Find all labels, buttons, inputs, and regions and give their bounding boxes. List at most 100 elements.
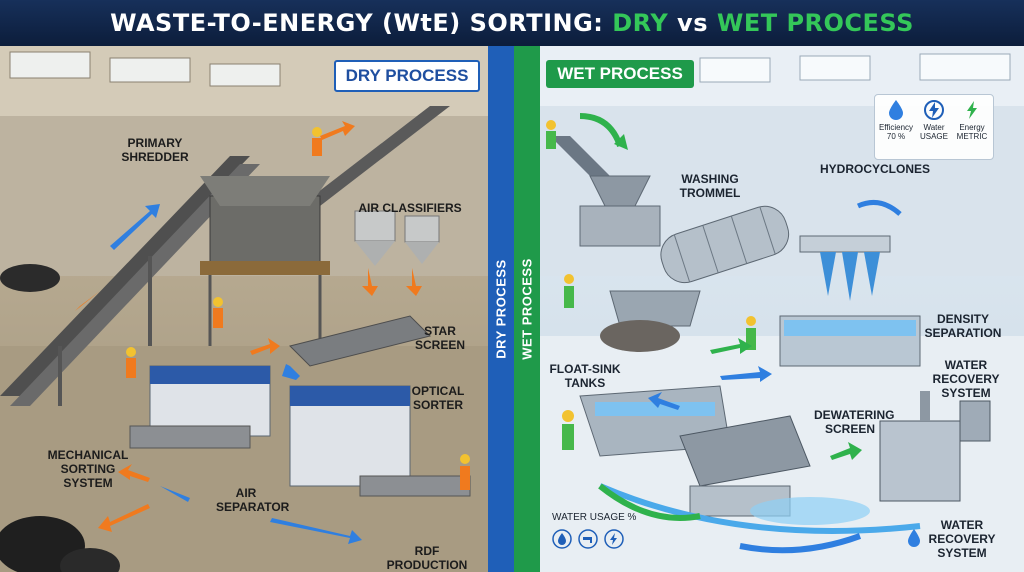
title-prefix: WASTE-TO-ENERGY (WtE) SORTING:: [110, 9, 613, 37]
wet-waste-pile: [600, 320, 680, 352]
wet-density-water: [784, 320, 916, 336]
label-hydrocyclones: HYDROCYCLONES: [820, 162, 931, 176]
dry-band-label: DRY PROCESS: [493, 259, 509, 359]
label-density-separation: DENSITY SEPARATION: [924, 312, 1002, 340]
dry-conveyor-belt: [10, 164, 260, 406]
metrics-card: Efficiency 70 % Water USAGE Energy METRI…: [874, 94, 994, 160]
dry-worker-2: [126, 347, 136, 378]
wet-arrow-blue-1: [720, 366, 772, 382]
lightning-circle-icon: [924, 100, 944, 120]
metric-efficiency-label: Efficiency 70 %: [878, 123, 914, 141]
wet-dewatering-screen: [679, 415, 811, 487]
label-air-separator: AIR SEPARATOR: [216, 486, 290, 514]
dry-window-3: [209, 63, 281, 87]
metric-efficiency: Efficiency 70 %: [877, 99, 915, 141]
label-rdf-production: RDF PRODUCTION: [386, 544, 468, 572]
dry-arrow-classifier-1: [362, 268, 378, 296]
title-wet: WET PROCESS: [716, 9, 914, 37]
wet-window-1: [699, 57, 771, 83]
dry-shredder-platform: [200, 261, 330, 275]
label-water-recovery-system-upper: WATER RECOVERY SYSTEM: [932, 358, 1000, 400]
dry-arrow-orange-left: [75, 291, 100, 311]
label-float-sink-tanks: FLOAT-SINK TANKS: [549, 362, 621, 390]
label-air-classifiers: AIR CLASSIFIERS: [358, 201, 462, 215]
wet-float-sink-water: [595, 402, 715, 416]
dry-waste-bags-back: [0, 264, 60, 292]
dry-arrow-star-down: [282, 364, 300, 380]
label-star-screen: STAR SCREEN: [414, 324, 465, 352]
label-mechanical-sorting-system: MECHANICAL SORTING SYSTEM: [47, 448, 129, 490]
dry-worker-1: [213, 297, 223, 328]
dry-shredder-body: [209, 195, 321, 267]
wet-window-2: [799, 55, 871, 81]
dry-arrow-star-screen: [250, 338, 280, 355]
water-usage-label: WATER USAGE %: [552, 512, 637, 523]
wet-hopper-frame: [579, 205, 661, 247]
wet-water-flow: [598, 483, 921, 534]
label-optical-sorter: OPTICAL SORTER: [411, 384, 465, 412]
wet-cyclone-2: [842, 252, 858, 301]
dry-waste-bags-front-2: [60, 548, 120, 572]
title-vs: vs: [668, 9, 717, 37]
dry-arrow-classifier-2: [406, 268, 422, 296]
wet-recovery-pipe: [920, 391, 930, 421]
wet-recovery-tank: [959, 400, 991, 442]
metric-energy: Energy METRIC: [953, 99, 991, 141]
wet-arrow-to-recovery: [830, 442, 862, 460]
dry-conveyor-upper: [300, 106, 450, 206]
dry-classifier-2: [404, 215, 440, 243]
dry-worker-3: [460, 454, 470, 490]
dry-window-2: [109, 57, 191, 83]
dry-worker-4: [312, 127, 322, 156]
energy-bolt-icon: [967, 101, 977, 119]
wet-arrow-feed-head: [614, 134, 628, 150]
label-water-recovery-system-lower: WATER RECOVERY SYSTEM: [928, 518, 996, 560]
dry-arrow-upper: [320, 121, 355, 140]
title-dry: DRY: [612, 9, 669, 37]
faucet-icon: [578, 529, 598, 549]
label-dewatering-screen: DEWATERING SCREEN: [814, 408, 895, 436]
dry-vertical-band: DRY PROCESS: [488, 46, 514, 572]
metric-water-usage-label: Water USAGE: [919, 123, 948, 141]
dry-classifier-1-cone: [355, 241, 395, 266]
dry-arrow-mechanical: [118, 464, 150, 482]
label-primary-shredder: PRIMARY SHREDDER: [121, 136, 189, 164]
wet-trommel-bin: [609, 290, 701, 327]
wet-arrow-to-density: [710, 338, 752, 354]
dry-arrow-small: [160, 486, 190, 502]
page-title: WASTE-TO-ENERGY (WtE) SORTING: DRY vs WE…: [110, 9, 914, 37]
wet-trommel: [660, 205, 790, 284]
metric-water-usage: Water USAGE: [915, 99, 953, 141]
wet-arrow-blue-2: [648, 392, 680, 410]
wet-vertical-band: WET PROCESS: [514, 46, 540, 572]
dry-sorter-table-2: [359, 475, 471, 497]
wet-band-label: WET PROCESS: [519, 258, 535, 360]
wet-worker-1: [546, 120, 556, 149]
lightning-icon: [604, 529, 624, 549]
wet-water-puddle: [750, 497, 870, 525]
wet-worker-3: [746, 316, 756, 350]
water-drop-icon: [889, 100, 903, 120]
wet-process-header: WET PROCESS: [546, 60, 694, 88]
dry-conveyor-main: [0, 156, 250, 396]
dry-arrow-rdf: [270, 518, 362, 544]
dry-arrow-air-separator: [98, 504, 150, 532]
wet-plant-illustration: [540, 46, 1024, 572]
dry-optical-sorter-2-band: [290, 386, 410, 406]
water-drop-icon: [552, 529, 572, 549]
dry-shredder-hopper: [200, 176, 330, 206]
wet-worker-2: [564, 274, 574, 308]
water-drop-icon: [908, 529, 920, 547]
water-usage-panel: WATER USAGE %: [552, 512, 656, 564]
wet-arrow-return-blue: [739, 533, 862, 554]
wet-arrow-hydro: [856, 199, 902, 216]
metric-energy-label: Energy METRIC: [956, 123, 988, 141]
dry-window-1: [9, 51, 91, 79]
dry-star-screen: [289, 315, 431, 367]
wet-arrow-return-green: [598, 483, 701, 521]
dry-classifier-2-cone: [405, 242, 439, 264]
dry-sorter-table-1: [129, 425, 251, 449]
wet-window-3: [919, 53, 1011, 81]
wet-recovery-unit: [879, 420, 961, 502]
